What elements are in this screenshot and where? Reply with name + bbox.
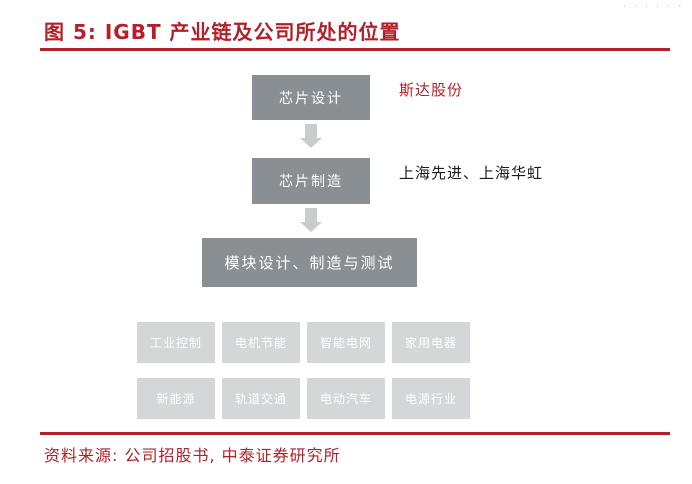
application-box-motor-energy-saving: 电机节能 [222, 322, 300, 363]
module-box: 模块设计、制造与测试 [202, 238, 417, 287]
down-arrow-icon [300, 208, 322, 232]
application-box-industrial-control: 工业控制 [137, 322, 215, 363]
source-note: 资料来源: 公司招股书, 中泰证券研究所 [44, 446, 341, 465]
application-box-smart-grid: 智能电网 [307, 322, 385, 363]
figure-title: 图 5: IGBT 产业链及公司所处的位置 [44, 20, 401, 44]
chip-design-box: 芯片设计 [252, 75, 370, 120]
chip-manufacturing-box: 芯片制造 [252, 158, 370, 204]
source-divider [40, 432, 670, 435]
down-arrow-icon [300, 124, 322, 148]
corner-decoration: · · · · · · [623, 2, 684, 11]
application-box-power-supply: 电源行业 [392, 378, 470, 419]
application-box-electric-vehicles: 电动汽车 [307, 378, 385, 419]
application-box-new-energy: 新能源 [137, 378, 215, 419]
title-divider [40, 48, 670, 51]
application-box-home-appliances: 家用电器 [392, 322, 470, 363]
company-manufacturing-label: 上海先进、上海华虹 [399, 164, 544, 182]
application-box-rail-transit: 轨道交通 [222, 378, 300, 419]
company-design-label: 斯达股份 [399, 81, 464, 99]
